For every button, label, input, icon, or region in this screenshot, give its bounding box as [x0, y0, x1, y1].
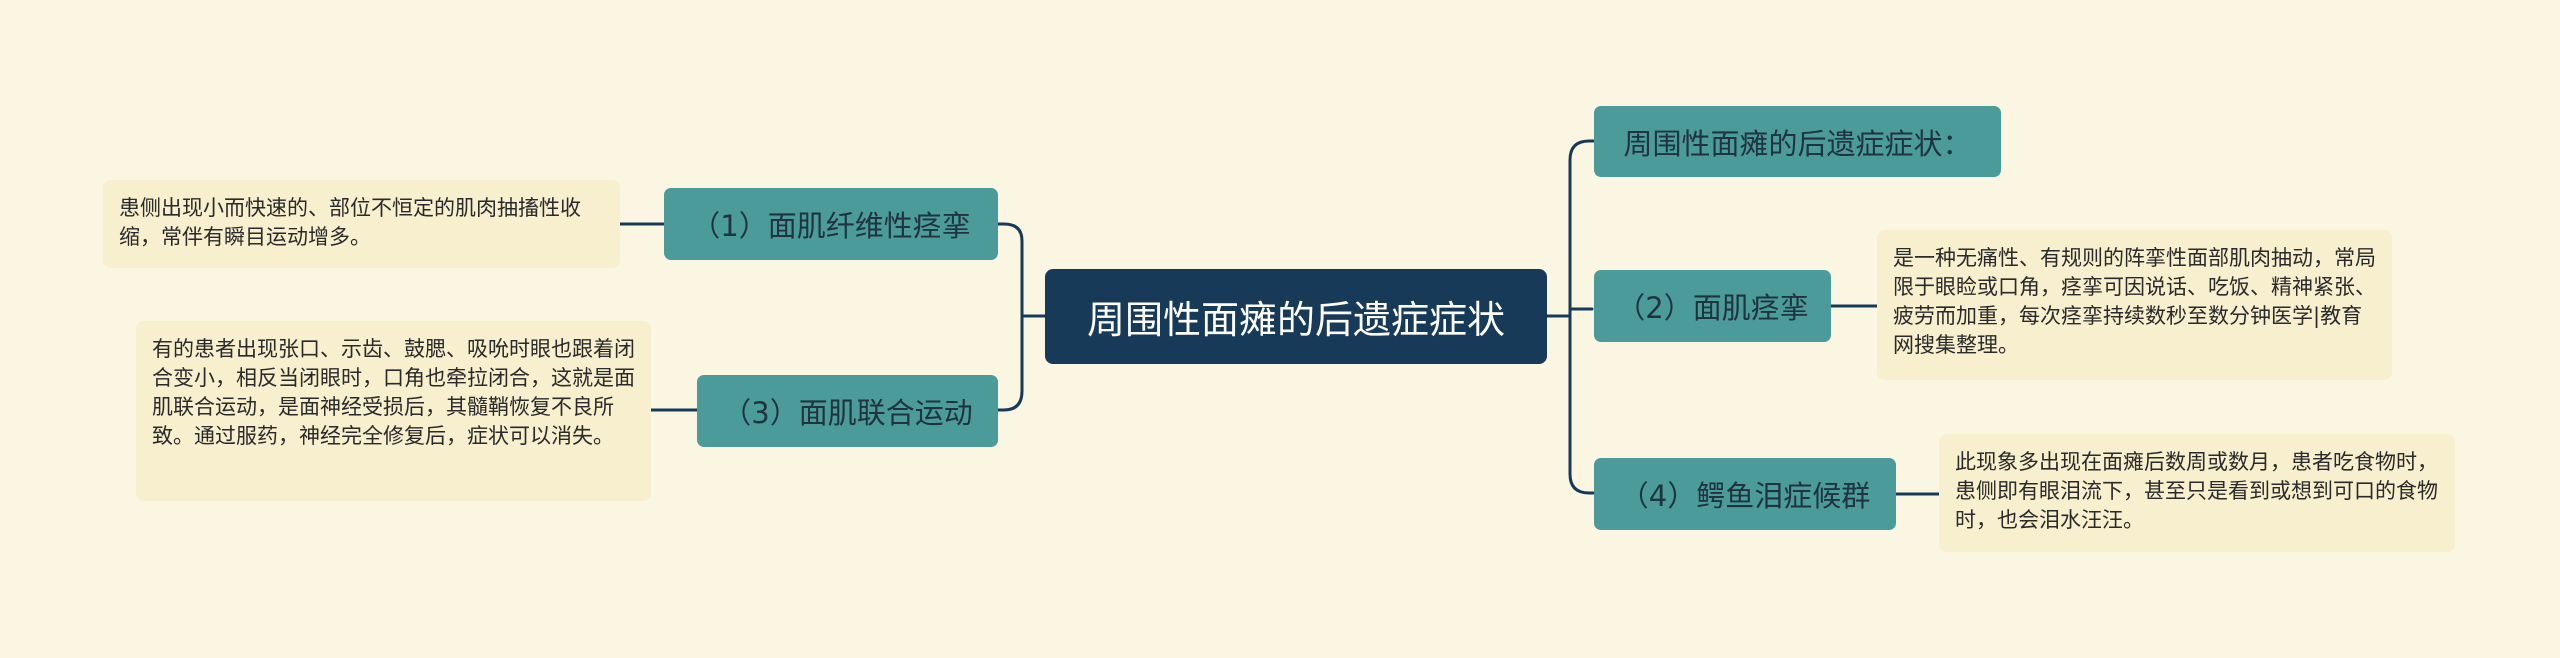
leaf-facial-spasm-detail[interactable]: 是一种无痛性、有规则的阵挛性面部肌肉抽动，常局限于眼睑或口角，痉挛可因说话、吃饭… [1877, 230, 2392, 380]
branch-symptoms-heading[interactable]: 周围性面瘫的后遗症症状： [1594, 106, 2001, 177]
branch-facial-spasm-label: （2）面肌痉挛 [1616, 291, 1809, 325]
root-topic-label: 周围性面瘫的后遗症症状 [1086, 298, 1505, 342]
branch-synkinesis-label: （3）面肌联合运动 [722, 396, 973, 430]
leaf-crocodile-tears-detail[interactable]: 此现象多出现在面瘫后数周或数月，患者吃食物时，患侧即有眼泪流下，甚至只是看到或想… [1939, 434, 2455, 552]
leaf-fibrillary-spasm-text: 患侧出现小而快速的、部位不恒定的肌肉抽搐性收缩，常伴有瞬目运动增多。 [119, 196, 581, 249]
branch-facial-spasm[interactable]: （2）面肌痉挛 [1594, 270, 1831, 342]
branch-crocodile-tears[interactable]: （4）鳄鱼泪症候群 [1594, 458, 1896, 530]
branch-fibrillary-spasm-label: （1）面肌纤维性痉挛 [691, 209, 971, 243]
leaf-synkinesis-detail[interactable]: 有的患者出现张口、示齿、鼓腮、吸吮时眼也跟着闭合变小，相反当闭眼时，口角也牵拉闭… [136, 321, 651, 501]
connector-right-trunk [1568, 139, 1594, 495]
leaf-facial-spasm-text: 是一种无痛性、有规则的阵挛性面部肌肉抽动，常局限于眼睑或口角，痉挛可因说话、吃饭… [1893, 246, 2376, 357]
branch-fibrillary-spasm[interactable]: （1）面肌纤维性痉挛 [664, 188, 998, 260]
branch-synkinesis[interactable]: （3）面肌联合运动 [697, 375, 998, 447]
root-topic[interactable]: 周围性面瘫的后遗症症状 [1045, 269, 1547, 364]
branch-symptoms-heading-label: 周围性面瘫的后遗症症状： [1623, 126, 1972, 161]
leaf-fibrillary-spasm-detail[interactable]: 患侧出现小而快速的、部位不恒定的肌肉抽搐性收缩，常伴有瞬目运动增多。 [103, 180, 620, 268]
connector-left-trunk [996, 222, 1024, 412]
leaf-synkinesis-text: 有的患者出现张口、示齿、鼓腮、吸吮时眼也跟着闭合变小，相反当闭眼时，口角也牵拉闭… [152, 337, 635, 448]
leaf-crocodile-tears-text: 此现象多出现在面瘫后数周或数月，患者吃食物时，患侧即有眼泪流下，甚至只是看到或想… [1955, 450, 2438, 532]
branch-crocodile-tears-label: （4）鳄鱼泪症候群 [1619, 479, 1871, 513]
